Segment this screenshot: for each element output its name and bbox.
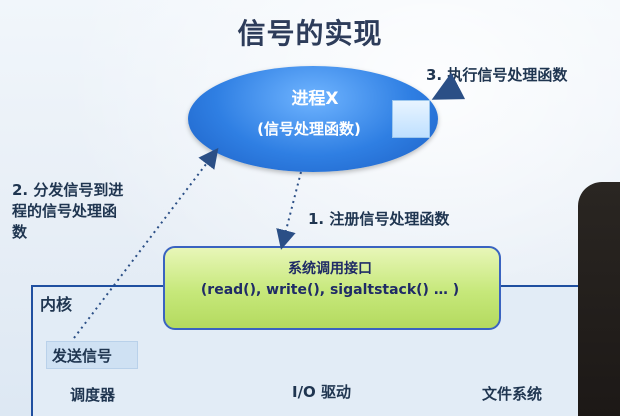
slide-title: 信号的实现: [237, 17, 383, 50]
step2-label: 2. 分发信号到进 程的信号处理函 数: [12, 180, 123, 243]
arrow-step2: [73, 147, 219, 339]
send-signal-box: [46, 341, 138, 369]
send-signal-label: 发送信号: [52, 347, 113, 365]
step2-line-2: 程的信号处理函: [12, 202, 118, 220]
syscall-examples: (read(), write(), sigaltstack() … ): [200, 282, 460, 298]
step2-line-3: 数: [12, 223, 28, 241]
kernel-label: 内核: [40, 295, 73, 314]
arrow-step3: [431, 72, 466, 100]
presenter-silhouette: [578, 182, 620, 416]
handler-code-block: [392, 100, 430, 138]
module-io-driver: I/O 驱动: [292, 383, 352, 401]
step1-label: 1. 注册信号处理函数: [308, 210, 450, 228]
module-scheduler: 调度器: [70, 386, 116, 404]
process-name: 进程X: [291, 89, 339, 109]
process-handler-label: (信号处理函数): [257, 120, 361, 138]
syscall-title: 系统调用接口: [288, 261, 372, 277]
syscall-interface-box: [163, 246, 501, 330]
arrow-step1: [276, 171, 302, 250]
module-filesystem: 文件系统: [482, 385, 543, 403]
step2-line-1: 2. 分发信号到进: [12, 181, 124, 199]
